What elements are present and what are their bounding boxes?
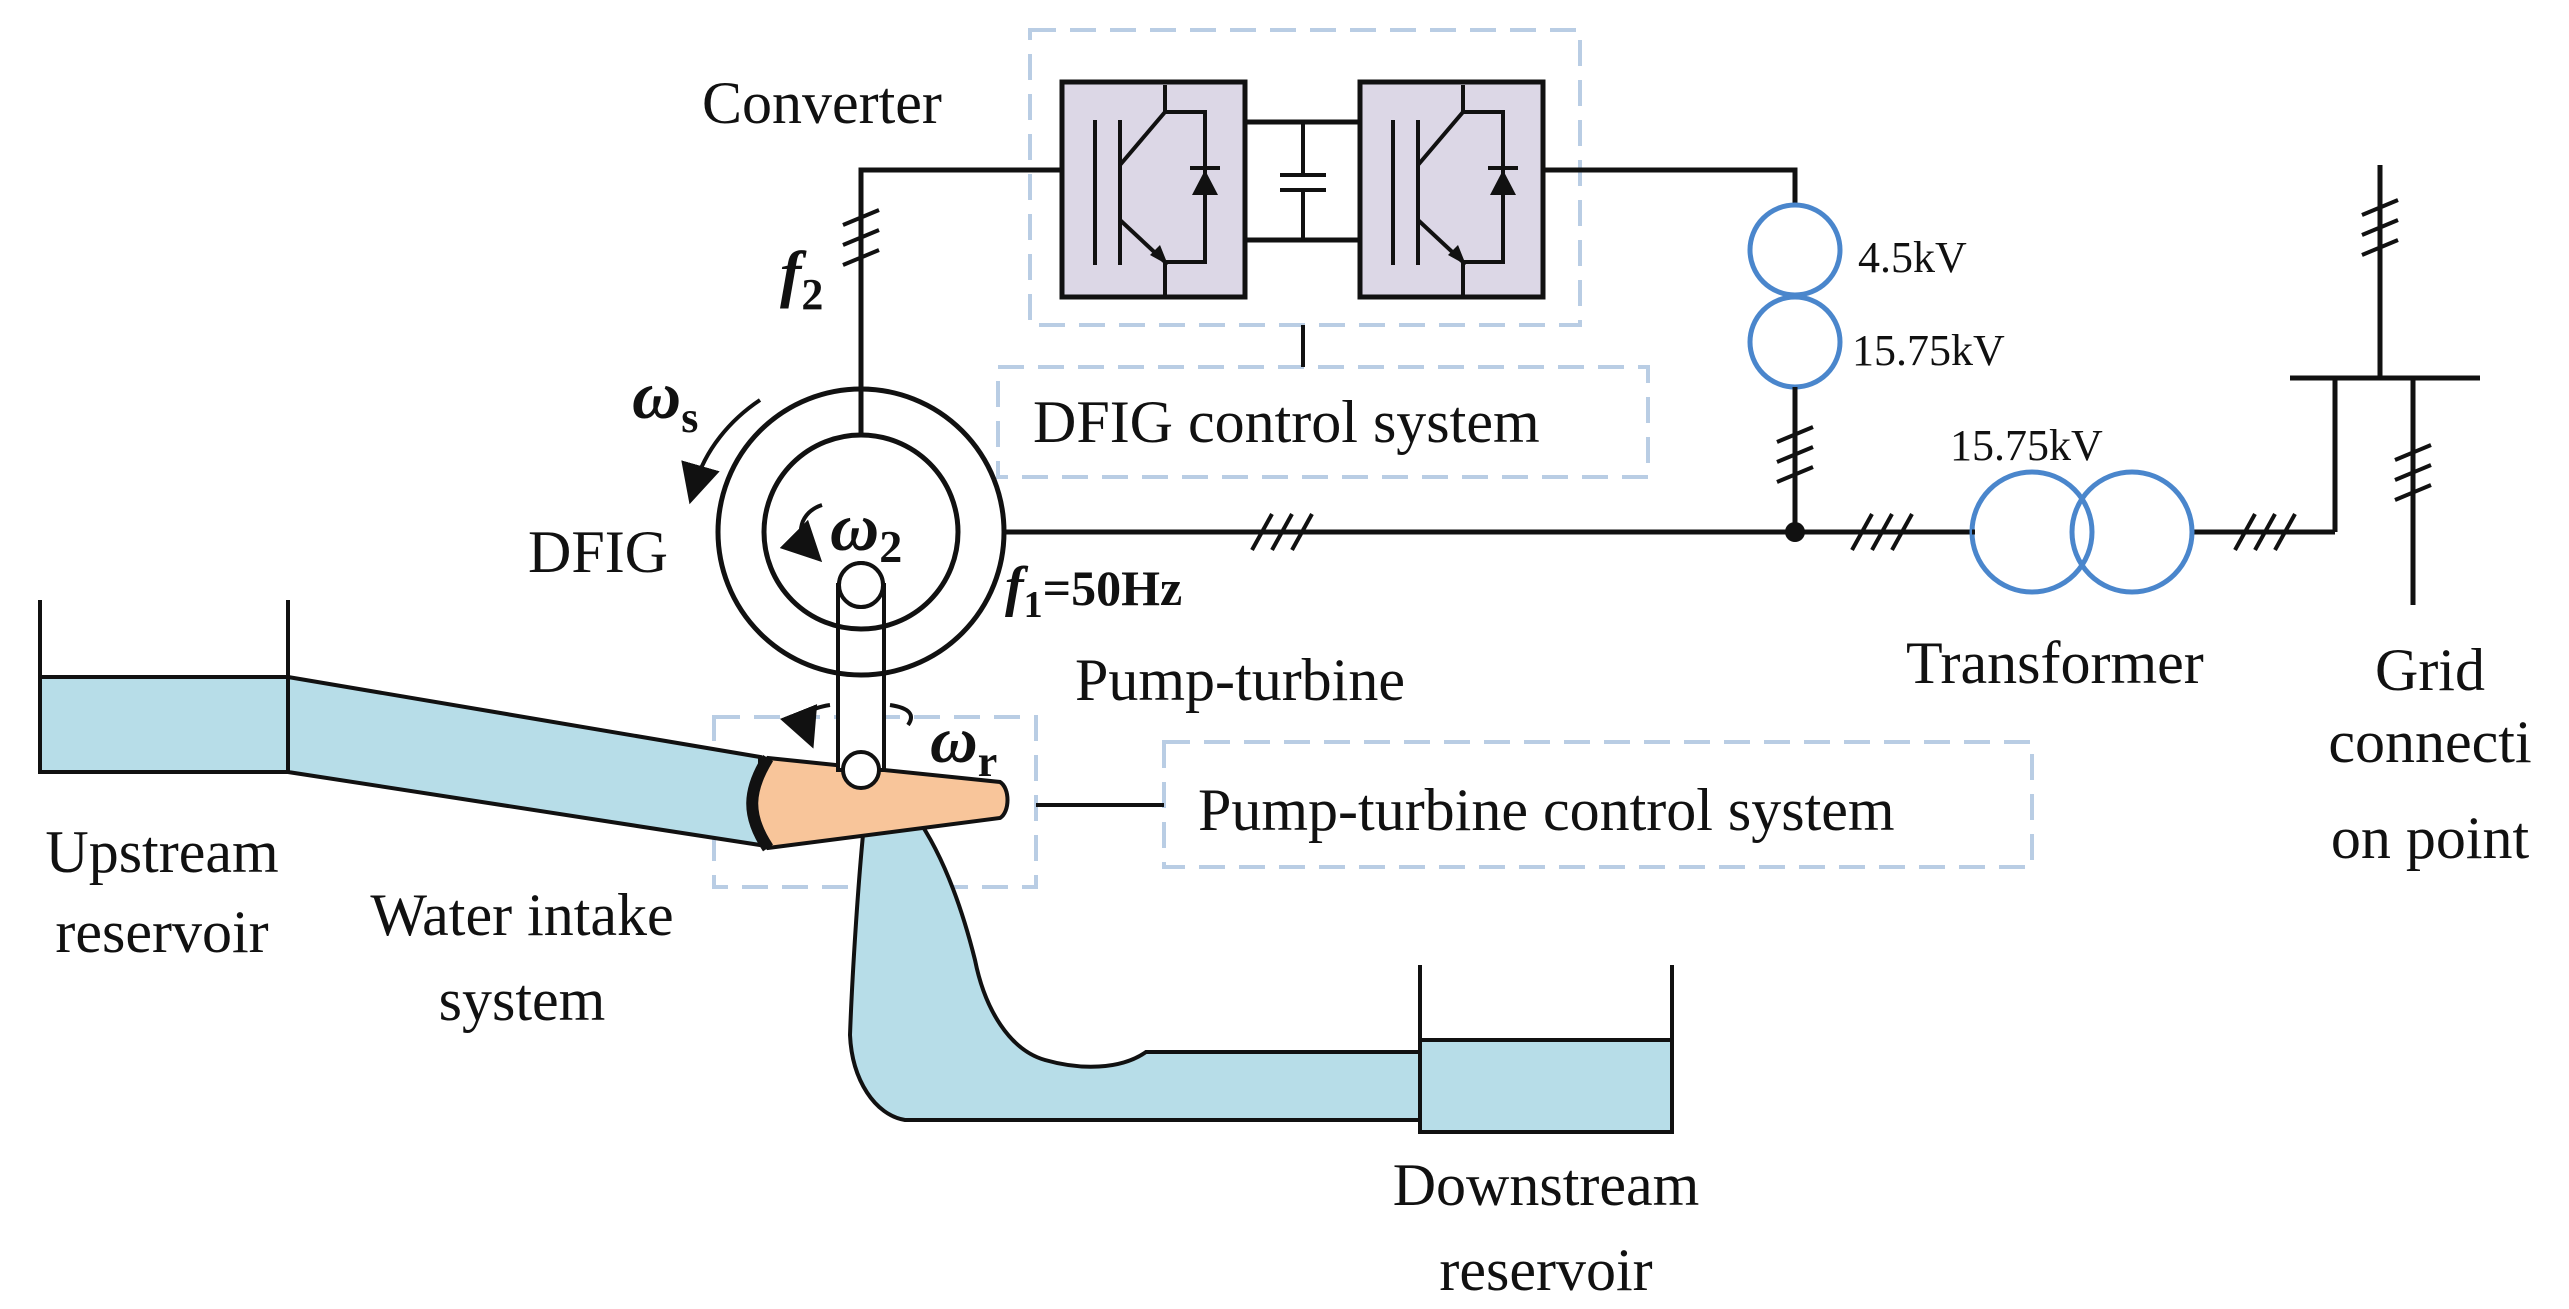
omega-2-arrow-icon [779,503,823,563]
draft-tube-icon [847,813,1422,1122]
dfig-control-dashed-box [996,365,1650,479]
capacitor-icon [1280,122,1326,240]
pump-turbine-control-label: Pump-turbine control system [1198,777,1895,843]
three-phase-markers [842,198,2432,551]
transformer-icon [1969,469,2195,595]
rotor-circuit-wire [858,167,1062,435]
omega-r-symbol: ωr [930,704,997,786]
intake-label-line2: system [439,967,606,1033]
igbt-diode-icon [1357,79,1546,300]
converter-label: Converter [702,70,942,136]
omega-s-symbol: ωs [632,357,698,442]
voltage-label-15-75kv-main: 15.75kV [1950,421,2103,470]
water-intake-pipe-icon [286,674,762,848]
upstream-label-line2: reservoir [55,899,268,965]
upstream-reservoir-icon [38,600,290,774]
grid-label-line3: on point [2331,805,2530,871]
transformer-label: Transformer [1906,630,2204,696]
converter-output-wire [1543,167,1798,205]
intake-label-line1: Water intake [370,882,673,948]
dfig-control-label: DFIG control system [1033,389,1540,455]
voltage-label-4-5kv: 4.5kV [1858,233,1967,282]
pump-turbine-runner-icon [746,754,1010,852]
voltage-label-15-75kv-aux: 15.75kV [1852,326,2005,375]
downstream-reservoir-icon [1418,965,1674,1134]
omega-2-symbol: ω2 [830,489,902,572]
downstream-label-line2: reservoir [1439,1237,1652,1303]
transformer-icon [1747,202,1843,390]
upstream-label-line1: Upstream [45,819,278,885]
stator-frequency-symbol: f1=50Hz [1005,556,1182,626]
dfig-label: DFIG [528,519,668,585]
pump-turbine-label: Pump-turbine [1075,647,1405,713]
downstream-label-line1: Downstream [1393,1152,1700,1218]
omega-r-arrow-icon [780,703,831,749]
grid-label-line1: Grid [2375,637,2485,703]
omega-s-arrow-icon [681,398,762,505]
grid-label-line2: connecti [2328,709,2531,775]
node-dot-icon [1785,522,1805,542]
rotor-frequency-symbol: f2 [780,238,823,319]
igbt-diode-icon [1059,79,1248,300]
